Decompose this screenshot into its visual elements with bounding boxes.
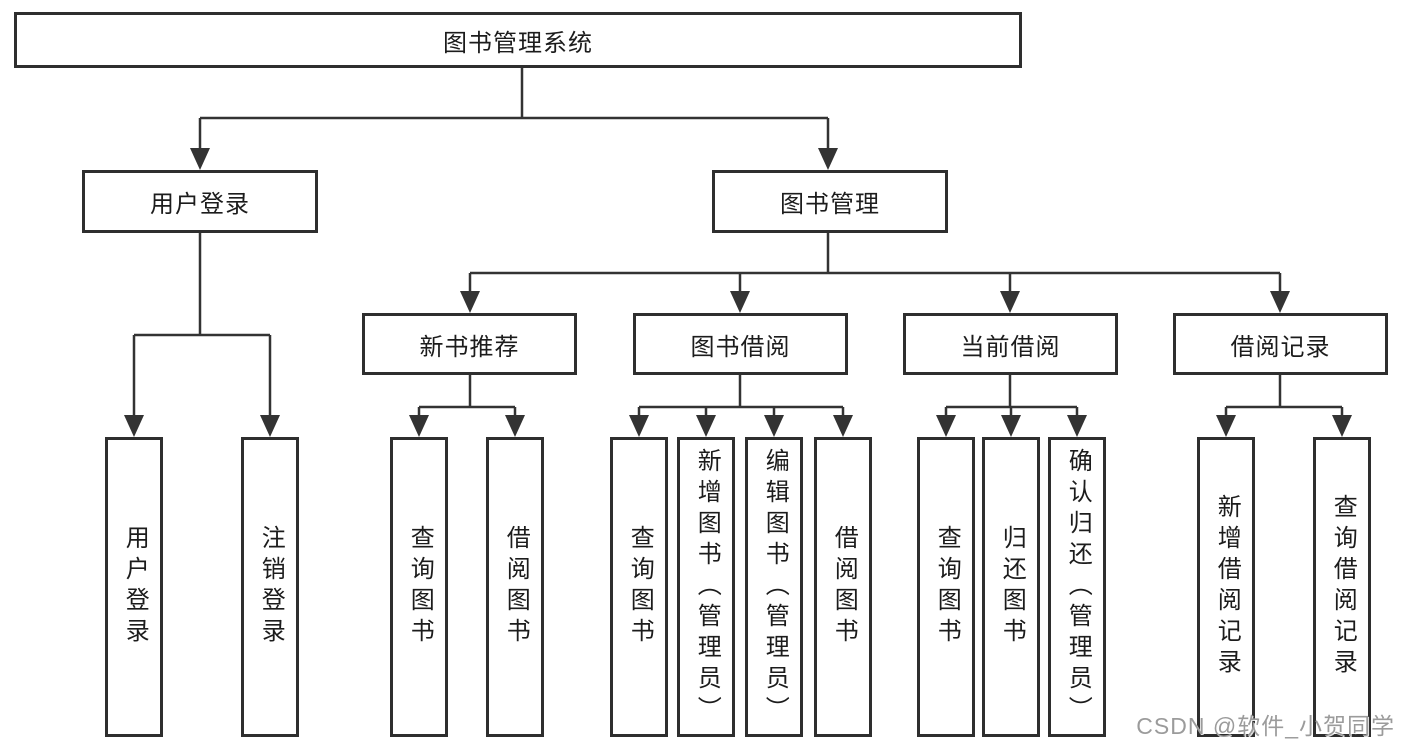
- leaf-label: 新增借阅记录: [1213, 494, 1241, 680]
- csdn-watermark: CSDN @软件_小贺同学: [1136, 713, 1395, 739]
- node-root: 图书管理系统: [14, 12, 1022, 68]
- leaf-borrow-add-books-admin: 新增图书（管理员）: [677, 437, 735, 737]
- leaf-current-query-books: 查询图书: [917, 437, 975, 737]
- node-borrowing-records: 借阅记录: [1173, 313, 1388, 375]
- leaf-user-login: 用户登录: [105, 437, 163, 737]
- leaf-label: 注销登录: [257, 525, 285, 649]
- leaf-label: 新增图书（管理员）: [693, 447, 721, 727]
- leaf-records-add-borrow-record: 新增借阅记录: [1197, 437, 1255, 737]
- node-book-borrowing: 图书借阅: [633, 313, 848, 375]
- node-user-login: 用户登录: [82, 170, 318, 233]
- leaf-label: 借阅图书: [502, 525, 530, 649]
- leaf-label: 查询图书: [406, 525, 434, 649]
- leaf-label: 归还图书: [998, 525, 1026, 649]
- leaf-records-query-borrow-record: 查询借阅记录: [1313, 437, 1371, 737]
- leaf-borrow-borrow-books: 借阅图书: [814, 437, 872, 737]
- leaf-label: 用户登录: [121, 525, 149, 649]
- tree-edges: [132, 68, 1344, 417]
- leaf-label: 查询图书: [626, 525, 654, 649]
- leaf-label: 借阅图书: [830, 525, 858, 649]
- leaf-borrow-query-books: 查询图书: [610, 437, 668, 737]
- leaf-recommend-query-books: 查询图书: [390, 437, 448, 737]
- leaf-logout: 注销登录: [241, 437, 299, 737]
- leaf-label: 编辑图书（管理员）: [761, 447, 789, 727]
- arrowheads: [124, 148, 1352, 437]
- leaf-label: 确认归还（管理员）: [1064, 447, 1092, 727]
- leaf-current-confirm-return-admin: 确认归还（管理员）: [1048, 437, 1106, 737]
- leaf-current-return-books: 归还图书: [982, 437, 1040, 737]
- node-current-borrowing: 当前借阅: [903, 313, 1118, 375]
- node-book-management: 图书管理: [712, 170, 948, 233]
- leaf-recommend-borrow-books: 借阅图书: [486, 437, 544, 737]
- node-new-book-recommend: 新书推荐: [362, 313, 577, 375]
- leaf-label: 查询借阅记录: [1329, 494, 1357, 680]
- leaf-borrow-edit-books-admin: 编辑图书（管理员）: [745, 437, 803, 737]
- leaf-label: 查询图书: [933, 525, 961, 649]
